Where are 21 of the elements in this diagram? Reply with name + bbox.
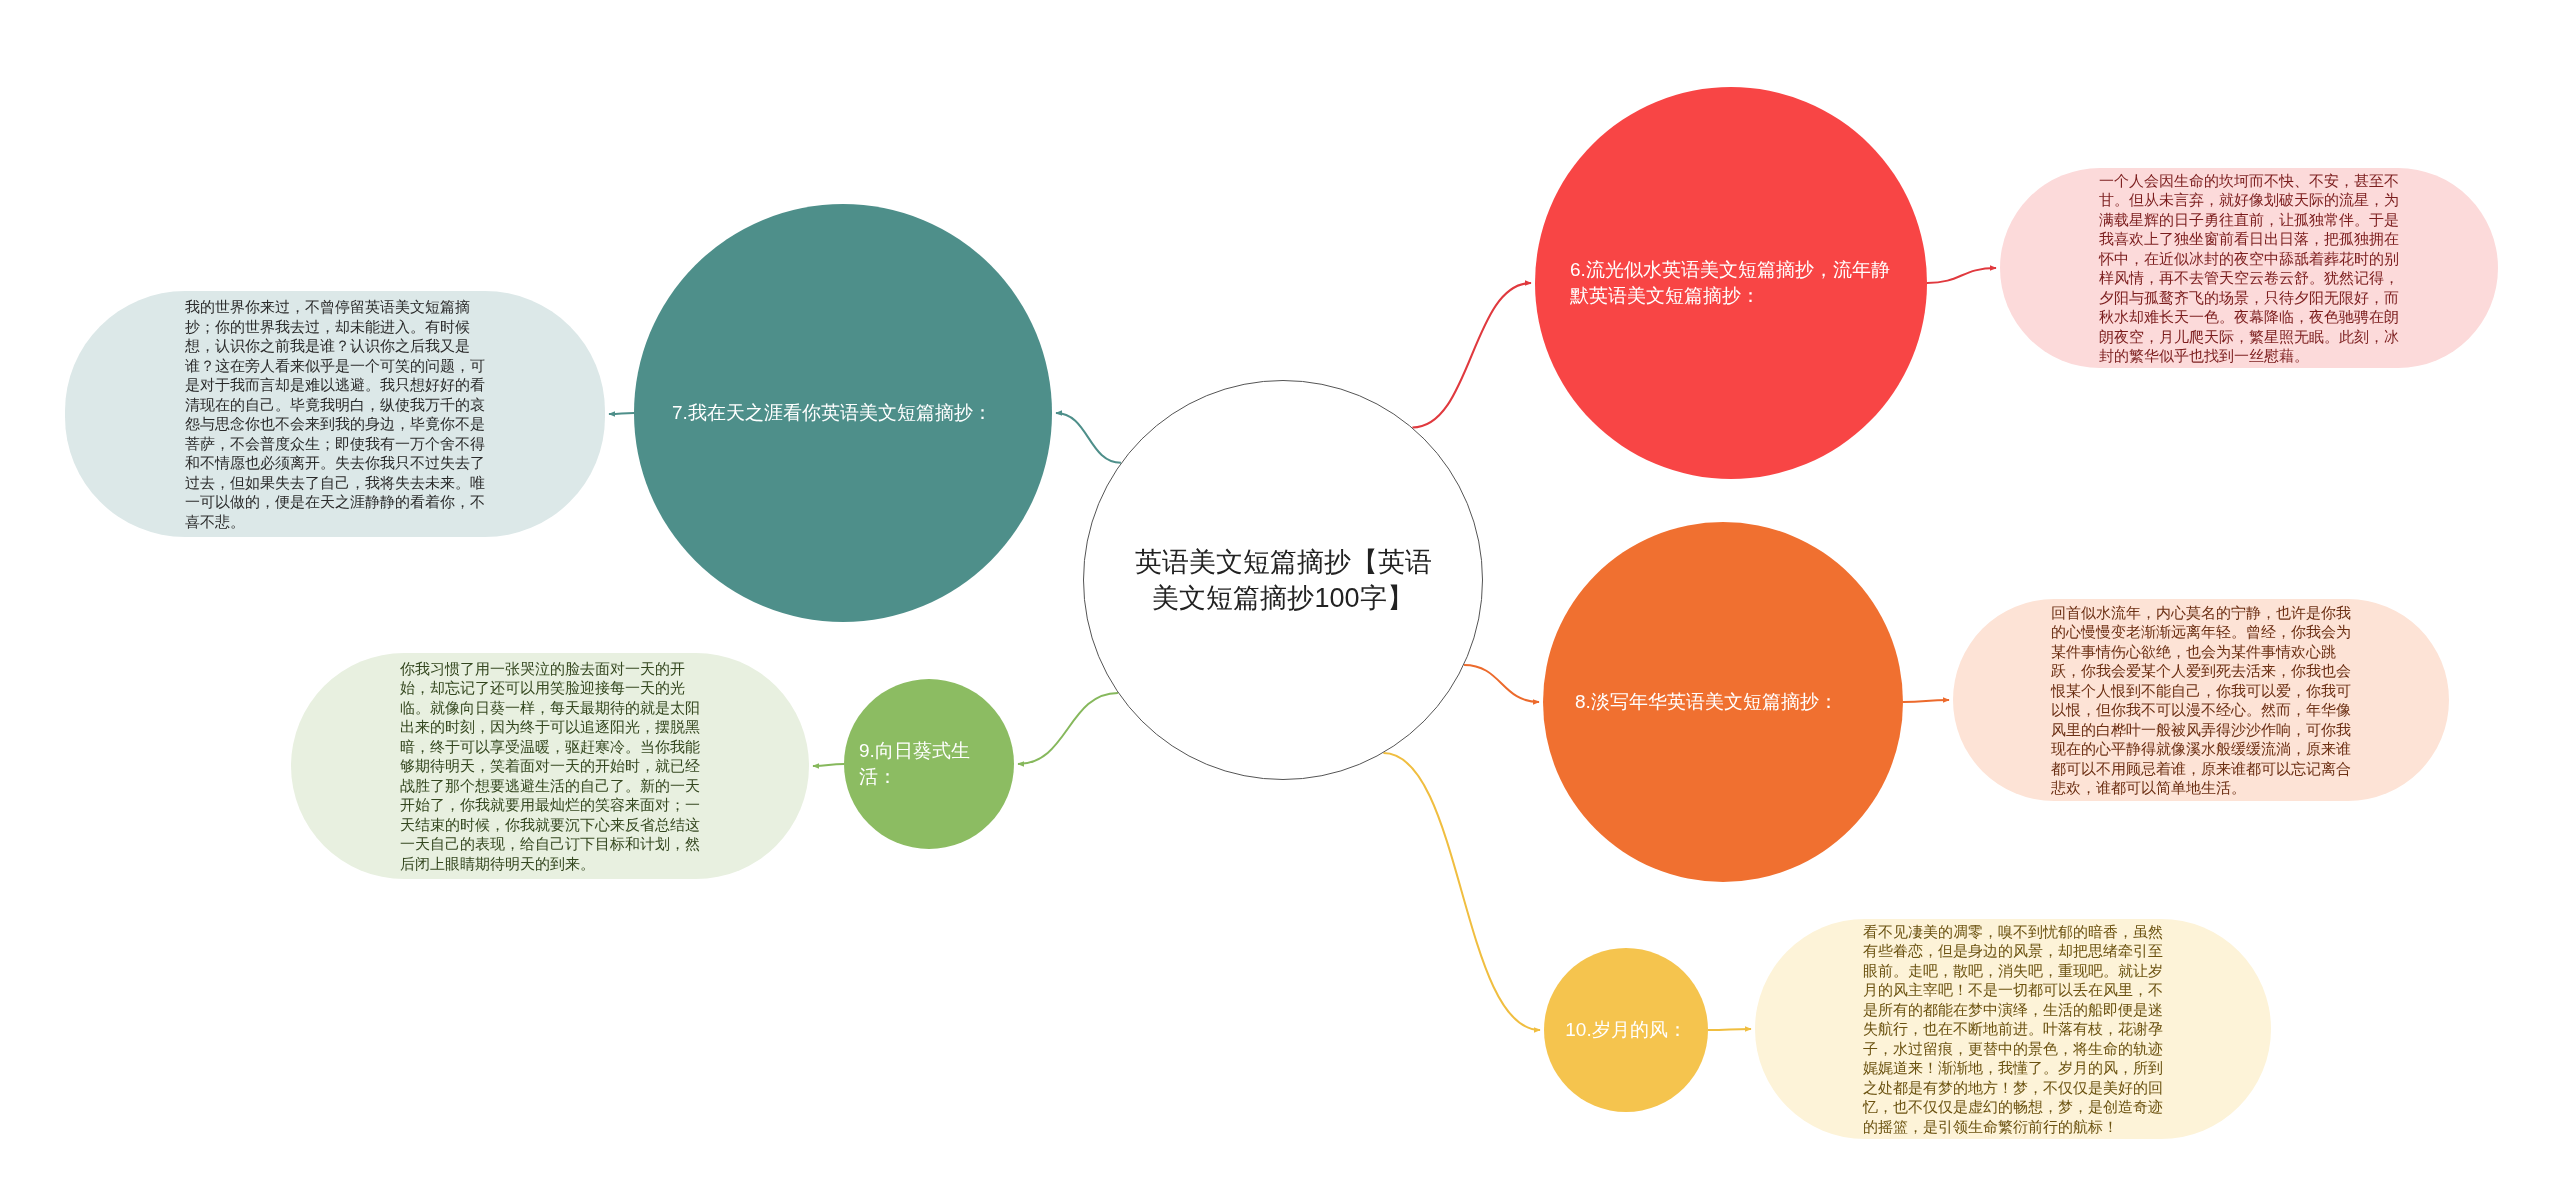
topic-label: 7.我在天之涯看你英语美文短篇摘抄： (672, 401, 992, 426)
note-text: 回首似水流年，内心莫名的宁静，也许是你我的心慢慢变老渐渐远离年轻。曾经，你我会为某件事情伤心欲绝，也会为某件事情欢心跳跃，你我会爱某个人爱到死去活来，你我也会恨某个人恨到不能自己，你我可以爱，你我可以恨，但你我不可以漫不经心。然而，年华像风里的白桦叶一般被风弄得沙沙作响，可你我现在的心平静得就像溪水般缓缓流淌，原来谁都可以不用顾忌着谁，原来谁都可以忘记离合悲欢，谁都可以简单地生活。 (2051, 602, 2351, 798)
note-text: 看不见凄美的凋零，嗅不到忧郁的暗香，虽然有些眷恋，但是身边的风景，却把思绪牵引至眼前。走吧，散吧，消失吧，重现吧。就让岁月的风主宰吧！不是一切都可以丢在风里，不是所有的都能在梦中演绎，生活的船即便是迷失航行，也在不断地前进。叶落有枝，花谢孕子，水过留痕，更替中的景色，将生命的轨迹娓娓道来！渐渐地，我懂了。岁月的风，所到之处都是有梦的地方！梦，不仅仅是美好的回忆，也不仅仅是虚幻的畅想，梦，是创造奇迹的摇篮，是引领生命繁衍前行的航标！ (1863, 921, 2163, 1137)
connector-arrow (1902, 697, 1950, 703)
note-text: 我的世界你来过，不曾停留英语美文短篇摘抄；你的世界我去过，却未能进入。有时候想，认识你之前我是谁？认识你之后我又是谁？这在旁人看来似乎是一个可笑的问题，可是对于我而言却是难以逃避。我只想好好的看清现在的自己。毕竟我明白，纵使我万千的哀怨与思念你也不会来到我的身边，毕竟你不是菩萨，不会普度众生；即使我有一万个舍不得和不情愿也必须离开。失去你我只不过失去了过去，但如果失去了自己，我将失去未来。唯一可以做的，便是在天之涯静静的看着你，不喜不悲。 (185, 297, 485, 531)
connector-arrow (608, 411, 635, 417)
connector-arrow (1382, 752, 1541, 1031)
note-text: 你我习惯了用一张哭泣的脸去面对一天的开始，却忘记了还可以用笑脸迎接每一天的光临。就像向日葵一样，每天最期待的就是太阳出来的时刻，因为终于可以追逐阳光，摆脱黑暗，终于可以享受温暖，驱赶寒冷。当你我能够期待明天，笑着面对一天的开始时，就已经战胜了那个想要逃避生活的自己了。新的一天开始了，你我就要用最灿烂的笑容来面对；一天结束的时候，你我就要沉下心来反省总结这一天自己的表现，给自己订下目标和计划，然后闭上眼睛期待明天的到来。 (400, 658, 700, 874)
connector-arrow (1055, 411, 1122, 464)
connector-arrow (812, 763, 845, 769)
topic-label: 10.岁月的风： (1565, 1018, 1687, 1043)
topic-label: 英语美文短篇摘抄【英语美文短篇摘抄100字】 (1133, 545, 1433, 615)
connector-arrow (1463, 663, 1540, 705)
note-text: 一个人会因生命的坎坷而不快、不安，甚至不甘。但从未言弃，就好像划破天际的流星，为满载星辉的日子勇往直前，让孤独常伴。于是我喜欢上了独坐窗前看日出日落，把孤独拥在怀中，在近似冰封的夜空中舔舐着葬花时的别样风情，再不去管天空云卷云舒。犹然记得，夕阳与孤鹜齐飞的场景，只待夕阳无限好，而秋水却难长天一色。夜幕降临，夜色驰骋在朗朗夜空，月儿爬天际，繁星照无眠。此刻，冰封的繁华似乎也找到一丝慰藉。 (2099, 170, 2399, 366)
connector-arrow (1411, 281, 1532, 429)
topic-label: 8.淡写年华英语美文短篇摘抄： (1575, 690, 1838, 715)
topic-label: 6.流光似水英语美文短篇摘抄，流年静默英语美文短篇摘抄： (1570, 258, 1891, 308)
connector-arrow (1926, 265, 1997, 284)
topic-label: 9.向日葵式生活： (859, 739, 971, 789)
connector-arrow (1707, 1026, 1752, 1032)
connector-arrow (1017, 691, 1119, 766)
